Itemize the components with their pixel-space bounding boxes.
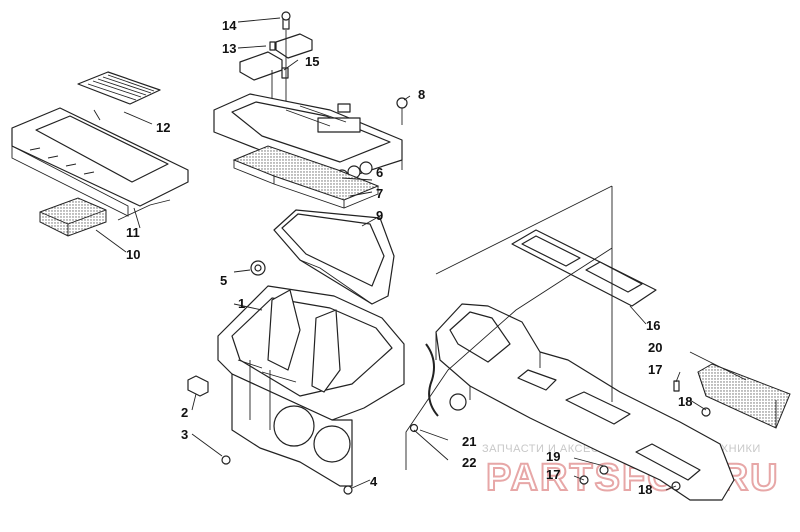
callout-17b: 17 (546, 467, 560, 482)
callout-16: 16 (646, 318, 660, 333)
callout-17a: 17 (648, 362, 662, 377)
part-12-grille (77, 71, 161, 105)
callout-22: 22 (462, 455, 476, 470)
callout-18a: 18 (678, 394, 692, 409)
callout-12: 12 (156, 120, 170, 135)
callout-9: 9 (376, 208, 383, 223)
callout-15: 15 (305, 54, 319, 69)
callout-8: 8 (418, 87, 425, 102)
part-21-hose (425, 343, 439, 417)
fasteners-13-14-15 (239, 11, 313, 140)
part-3-grommet (221, 455, 231, 465)
callout-labels: 1 2 3 4 5 6 7 8 9 10 11 12 13 14 15 16 1… (126, 18, 692, 497)
callout-6: 6 (376, 165, 383, 180)
callout-7: 7 (376, 186, 383, 201)
callout-11: 11 (126, 225, 140, 240)
callout-13: 13 (222, 41, 236, 56)
callout-19: 19 (546, 449, 560, 464)
callout-2: 2 (181, 405, 188, 420)
console-assembly (435, 303, 735, 501)
part-10-foam (39, 197, 107, 237)
part-5-nut (250, 260, 266, 276)
part-8-screw (396, 97, 408, 125)
part-11-panel (11, 107, 189, 221)
callout-21: 21 (462, 434, 476, 449)
part-9-filter-cover (273, 209, 395, 305)
part-6-tray (213, 93, 403, 196)
part-21-cap (449, 393, 467, 411)
callout-18b: 18 (638, 482, 652, 497)
part-4-grommet (343, 485, 353, 495)
callout-1: 1 (238, 296, 245, 311)
callout-10: 10 (126, 247, 140, 262)
callout-14: 14 (222, 18, 237, 33)
callout-5: 5 (220, 273, 227, 288)
part-1-airbox (217, 285, 405, 487)
callout-4: 4 (370, 474, 378, 489)
leader-lines (95, 17, 747, 491)
part-16-gasket (511, 229, 657, 307)
callout-3: 3 (181, 427, 188, 442)
part-2-clip (187, 375, 209, 397)
callout-20: 20 (648, 340, 662, 355)
